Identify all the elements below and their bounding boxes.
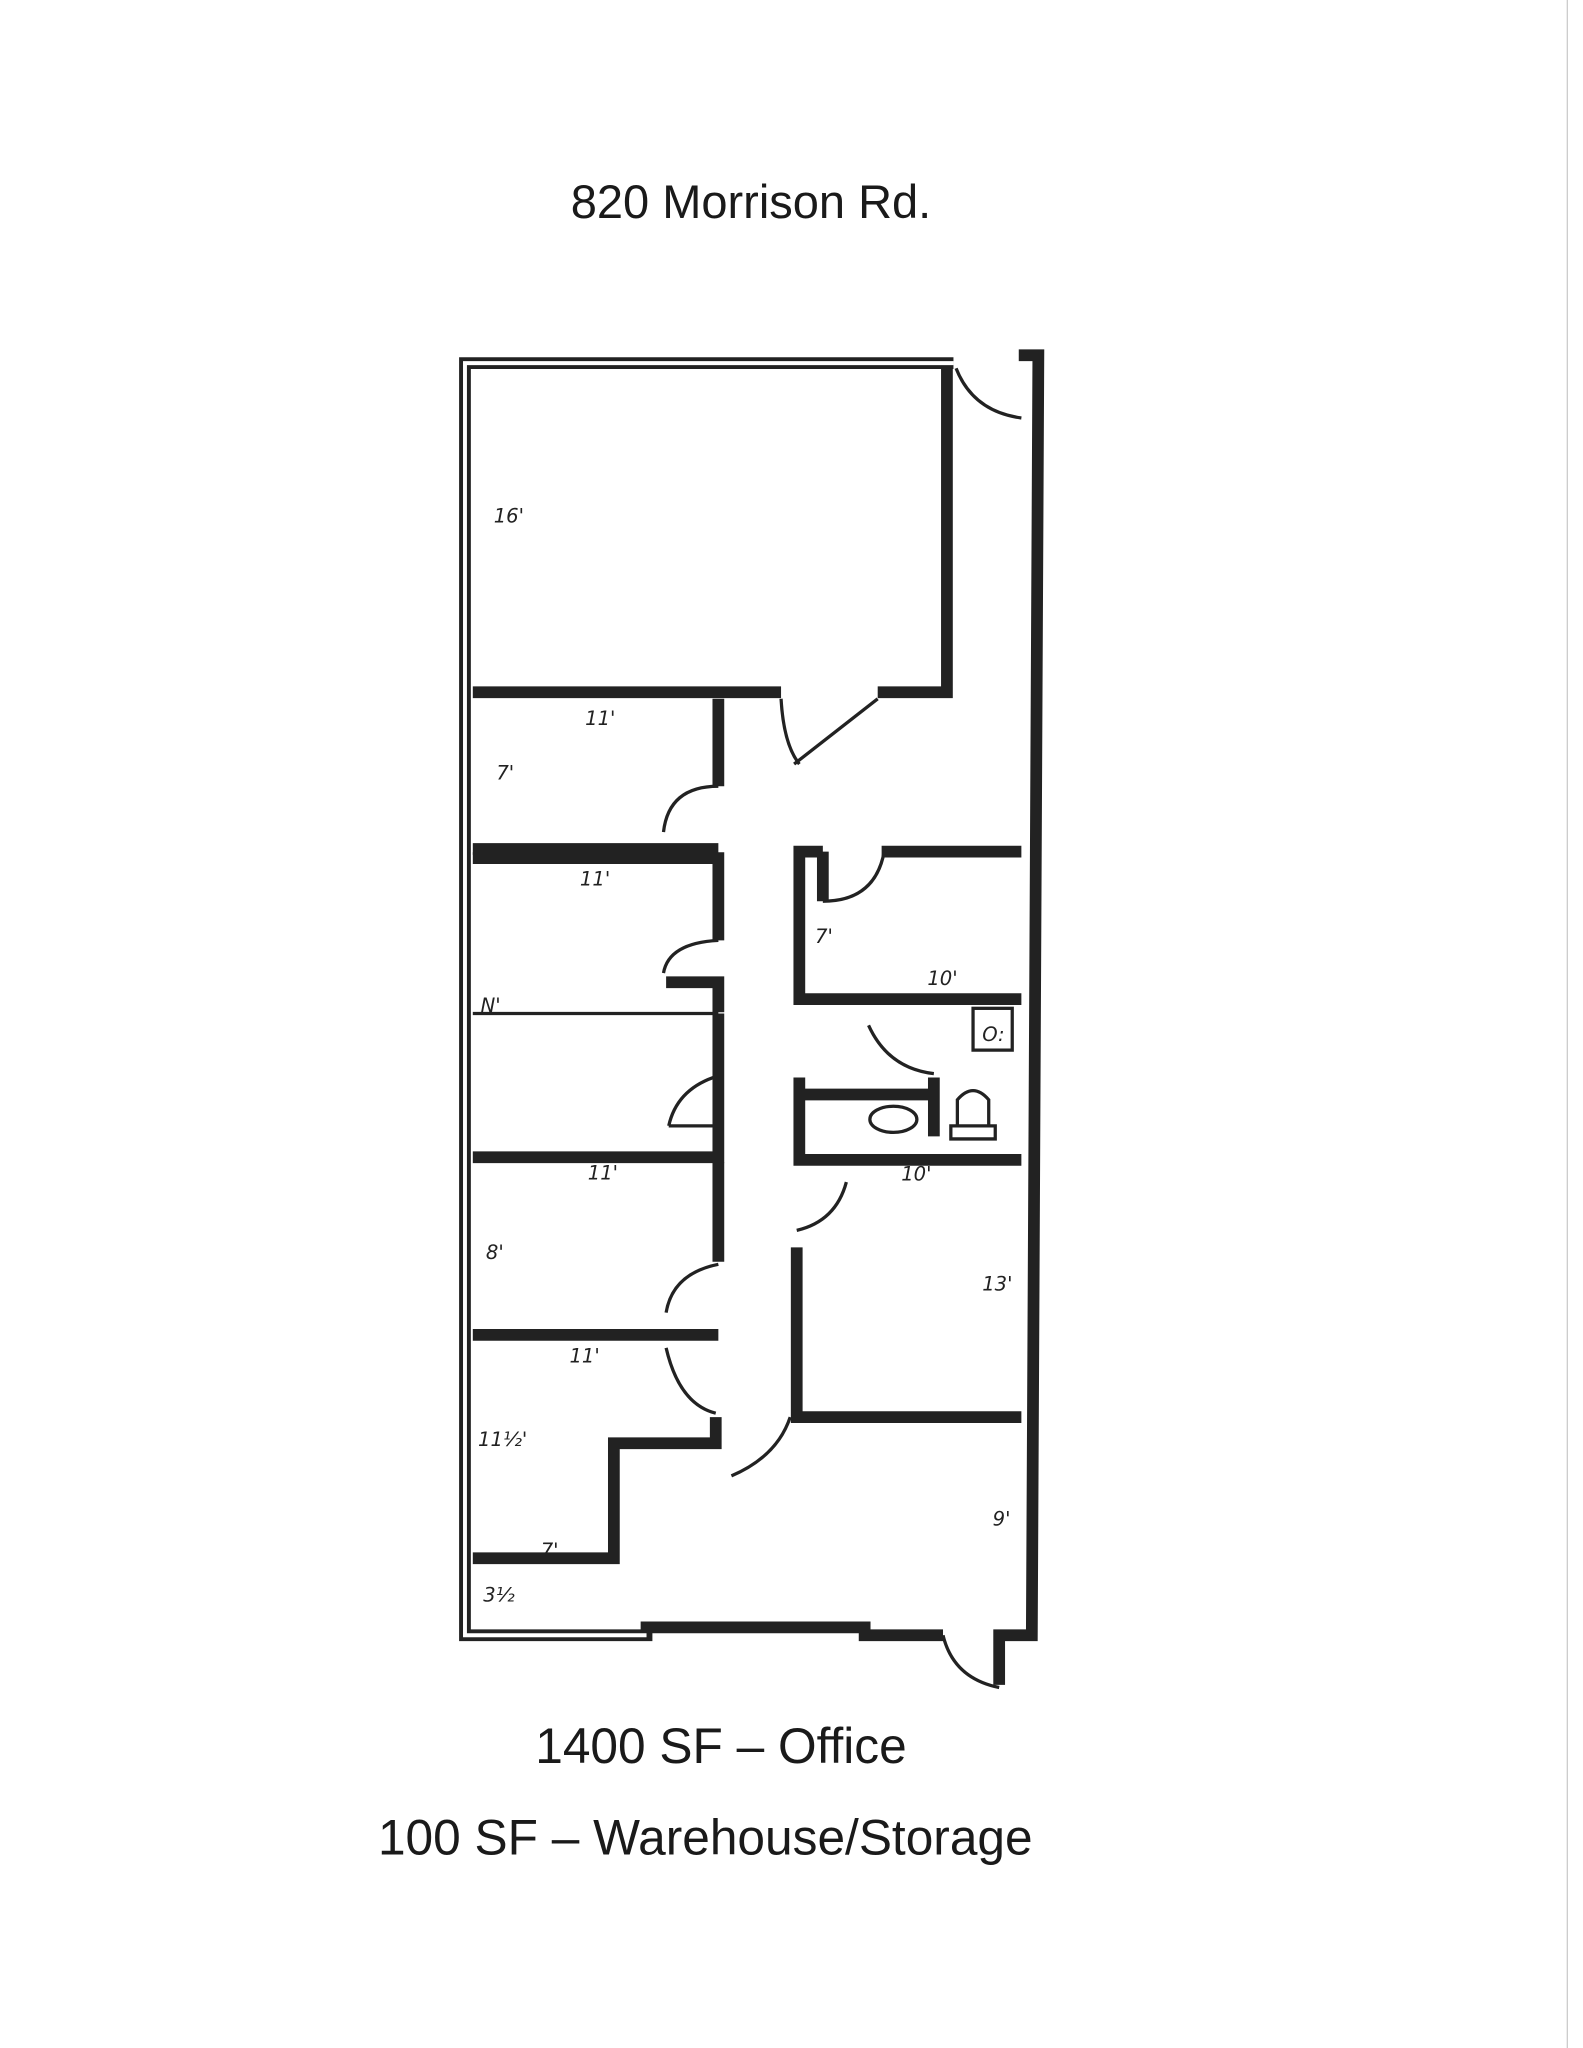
dimension-label: 11½'	[478, 1428, 527, 1451]
dimension-label: 10'	[927, 967, 957, 990]
door-big-room	[793, 697, 879, 766]
dimension-label: N'	[481, 994, 501, 1017]
door-swing	[822, 851, 886, 903]
wall-room4	[472, 1013, 725, 1164]
warehouse-area-text: 100 SF – Warehouse/Storage	[378, 1810, 1033, 1866]
door-swing	[867, 1024, 935, 1076]
wall-closet	[793, 845, 1022, 1006]
dimension-label: 13'	[982, 1272, 1012, 1295]
dimension-label: 11'	[588, 1161, 618, 1184]
page-title: 820 Morrison Rd.	[571, 175, 932, 228]
dimension-label: 7'	[815, 925, 833, 948]
door-swing	[664, 1262, 719, 1313]
dimension-label: 7'	[541, 1539, 559, 1562]
door-swing	[796, 1181, 848, 1232]
door-swing	[661, 784, 719, 833]
wall-room3	[472, 852, 725, 1013]
dimension-label: 11'	[569, 1344, 599, 1367]
sink-glyph: O:	[982, 1023, 1004, 1046]
top-door-swing	[954, 367, 1022, 420]
dimension-label: 3½	[483, 1583, 514, 1606]
wall-right-room	[790, 1247, 1022, 1424]
wall-big-room	[877, 368, 953, 699]
wall-bathroom	[793, 1077, 1022, 1166]
wall-room2	[472, 698, 725, 855]
dimension-label: 10'	[901, 1163, 931, 1186]
door-swing	[661, 938, 719, 974]
door-swing	[779, 698, 801, 766]
dimension-label: 11'	[580, 868, 610, 891]
door-swing	[667, 1076, 714, 1128]
dimension-label: 9'	[993, 1508, 1011, 1531]
wall-room6	[472, 1417, 722, 1565]
dimension-label: 16'	[494, 504, 524, 527]
exterior-wall-right	[993, 349, 1045, 1685]
dimension-labels: 16' 11' 7' 11' N' 7' 10' 11' 8' 10' 13' …	[478, 504, 1012, 1606]
wall-room5	[472, 1162, 725, 1341]
sink-icon	[971, 1006, 1014, 1052]
door-swing	[664, 1347, 717, 1415]
floor-plan: O:	[459, 349, 1045, 1690]
dimension-label: 7'	[496, 762, 514, 785]
lavatory-icon	[868, 1104, 919, 1135]
bottom-door-swing	[941, 1634, 1000, 1690]
office-area-text: 1400 SF – Office	[535, 1718, 906, 1774]
dimension-label: 11'	[585, 707, 615, 730]
toilet-icon	[949, 1088, 997, 1141]
door-swing	[730, 1416, 792, 1478]
exterior-wall-inner	[463, 361, 954, 1638]
dimension-label: 8'	[486, 1241, 504, 1264]
